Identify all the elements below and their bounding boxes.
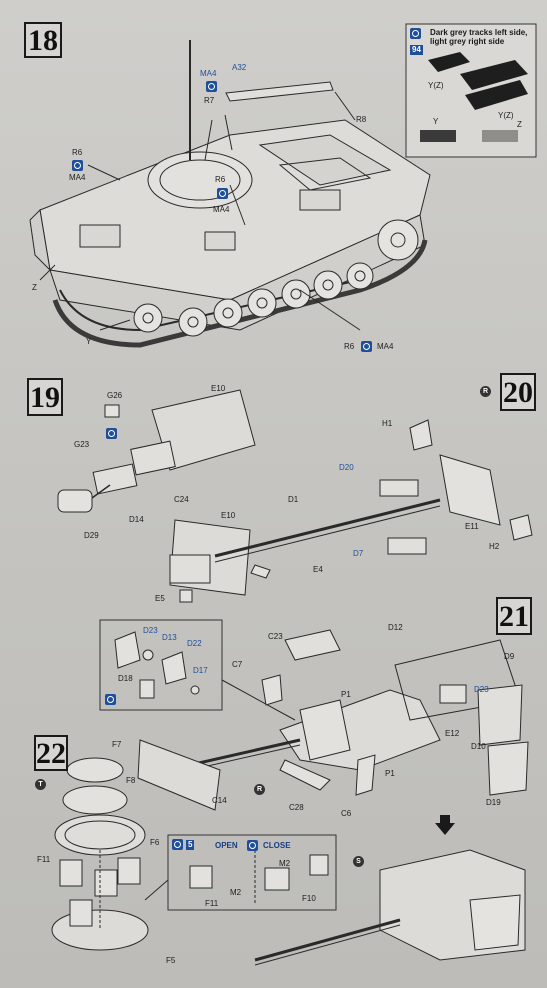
label-e10-top: E10 [211, 384, 226, 393]
label-r8: R8 [356, 115, 367, 124]
label-f8: F8 [126, 776, 136, 785]
glue-icon [206, 81, 217, 92]
label-c23: C23 [268, 632, 283, 641]
label-ma4-bottom: MA4 [377, 342, 394, 351]
label-d20: D20 [339, 463, 354, 472]
label-f11: F11 [37, 855, 51, 864]
label-d23: D23 [474, 685, 489, 694]
label-d22: D22 [187, 639, 202, 648]
label-d23-inset: D23 [143, 626, 158, 635]
label-f7: F7 [112, 740, 122, 749]
label-p1-top: P1 [341, 690, 351, 699]
runner-mark-r: R [254, 784, 265, 795]
label-d7: D7 [353, 549, 364, 558]
label-c28: C28 [289, 803, 304, 812]
runner-mark-t: T [35, 779, 46, 790]
label-d18: D18 [118, 674, 133, 683]
label-y: Y [86, 337, 92, 346]
paint-icon [105, 694, 116, 705]
label-c7: C7 [232, 660, 243, 669]
label-r7: R7 [204, 96, 215, 105]
label-y-z-1: Y(Z) [428, 81, 444, 90]
step18-tank-drawing [29, 40, 431, 348]
label-r6-left: R6 [72, 148, 83, 157]
step21-inset-box [99, 619, 223, 711]
label-ma4-left: MA4 [69, 173, 86, 182]
label-e10: E10 [221, 511, 236, 520]
label-d10: D10 [471, 742, 486, 751]
label-r6-mid: R6 [215, 175, 226, 184]
runner-mark-r: R [480, 386, 491, 397]
label-f5: F5 [166, 956, 176, 965]
step20-drawing [169, 419, 533, 603]
label-f6: F6 [150, 838, 160, 847]
label-d12: D12 [388, 623, 403, 632]
label-d29: D29 [84, 531, 99, 540]
step-number-20: 20 [500, 373, 536, 411]
label-z: Z [32, 283, 37, 292]
label-z-small: Z [517, 120, 522, 129]
glue-icon [106, 428, 117, 439]
paint-icon [410, 28, 421, 39]
label-c6: C6 [341, 809, 352, 818]
step-number-19: 19 [27, 378, 63, 416]
paint-code-badge: 5 [186, 840, 195, 850]
label-e4: E4 [313, 565, 323, 574]
label-g26: G26 [107, 391, 123, 400]
label-m2-close: M2 [279, 859, 291, 868]
step19-drawing [57, 389, 256, 513]
paint-code-badge: 94 [410, 45, 423, 55]
glue-icon [247, 840, 258, 851]
label-y-z-2: Y(Z) [498, 111, 514, 120]
glue-icon [217, 188, 228, 199]
label-y-small: Y [433, 117, 439, 126]
label-d9: D9 [504, 652, 515, 661]
label-r6-bottom: R6 [344, 342, 355, 351]
label-d17: D17 [193, 666, 208, 675]
glue-icon [361, 341, 372, 352]
step-number-21: 21 [496, 597, 532, 635]
label-ma4-mid: MA4 [213, 205, 230, 214]
label-d19: D19 [486, 798, 501, 807]
label-d14: D14 [129, 515, 144, 524]
runner-mark-s: S [353, 856, 364, 867]
label-c24: C24 [174, 495, 189, 504]
step-number-18: 18 [24, 22, 62, 58]
label-a32: A32 [232, 63, 247, 72]
glue-icon [72, 160, 83, 171]
track-color-note: Dark grey tracks left side, light grey r… [430, 28, 528, 46]
label-c14: C14 [212, 796, 227, 805]
label-m2-open: M2 [230, 888, 242, 897]
open-label: OPEN [215, 841, 238, 850]
label-f11-inset: F11 [205, 899, 219, 908]
step21-drawing [114, 629, 529, 811]
track-links-drawing [420, 52, 528, 142]
label-e12: E12 [445, 729, 460, 738]
label-h2: H2 [489, 542, 500, 551]
label-d13: D13 [162, 633, 177, 642]
label-ma4-top: MA4 [200, 69, 217, 78]
label-g23: G23 [74, 440, 90, 449]
paint-icon [172, 839, 183, 850]
close-label: CLOSE [263, 841, 291, 850]
label-e5: E5 [155, 594, 165, 603]
label-d1: D1 [288, 495, 299, 504]
label-h1: H1 [382, 419, 393, 428]
step-number-22: 22 [34, 735, 68, 771]
label-p1-bottom: P1 [385, 769, 395, 778]
label-e11: E11 [465, 522, 479, 531]
label-f10: F10 [302, 894, 316, 903]
